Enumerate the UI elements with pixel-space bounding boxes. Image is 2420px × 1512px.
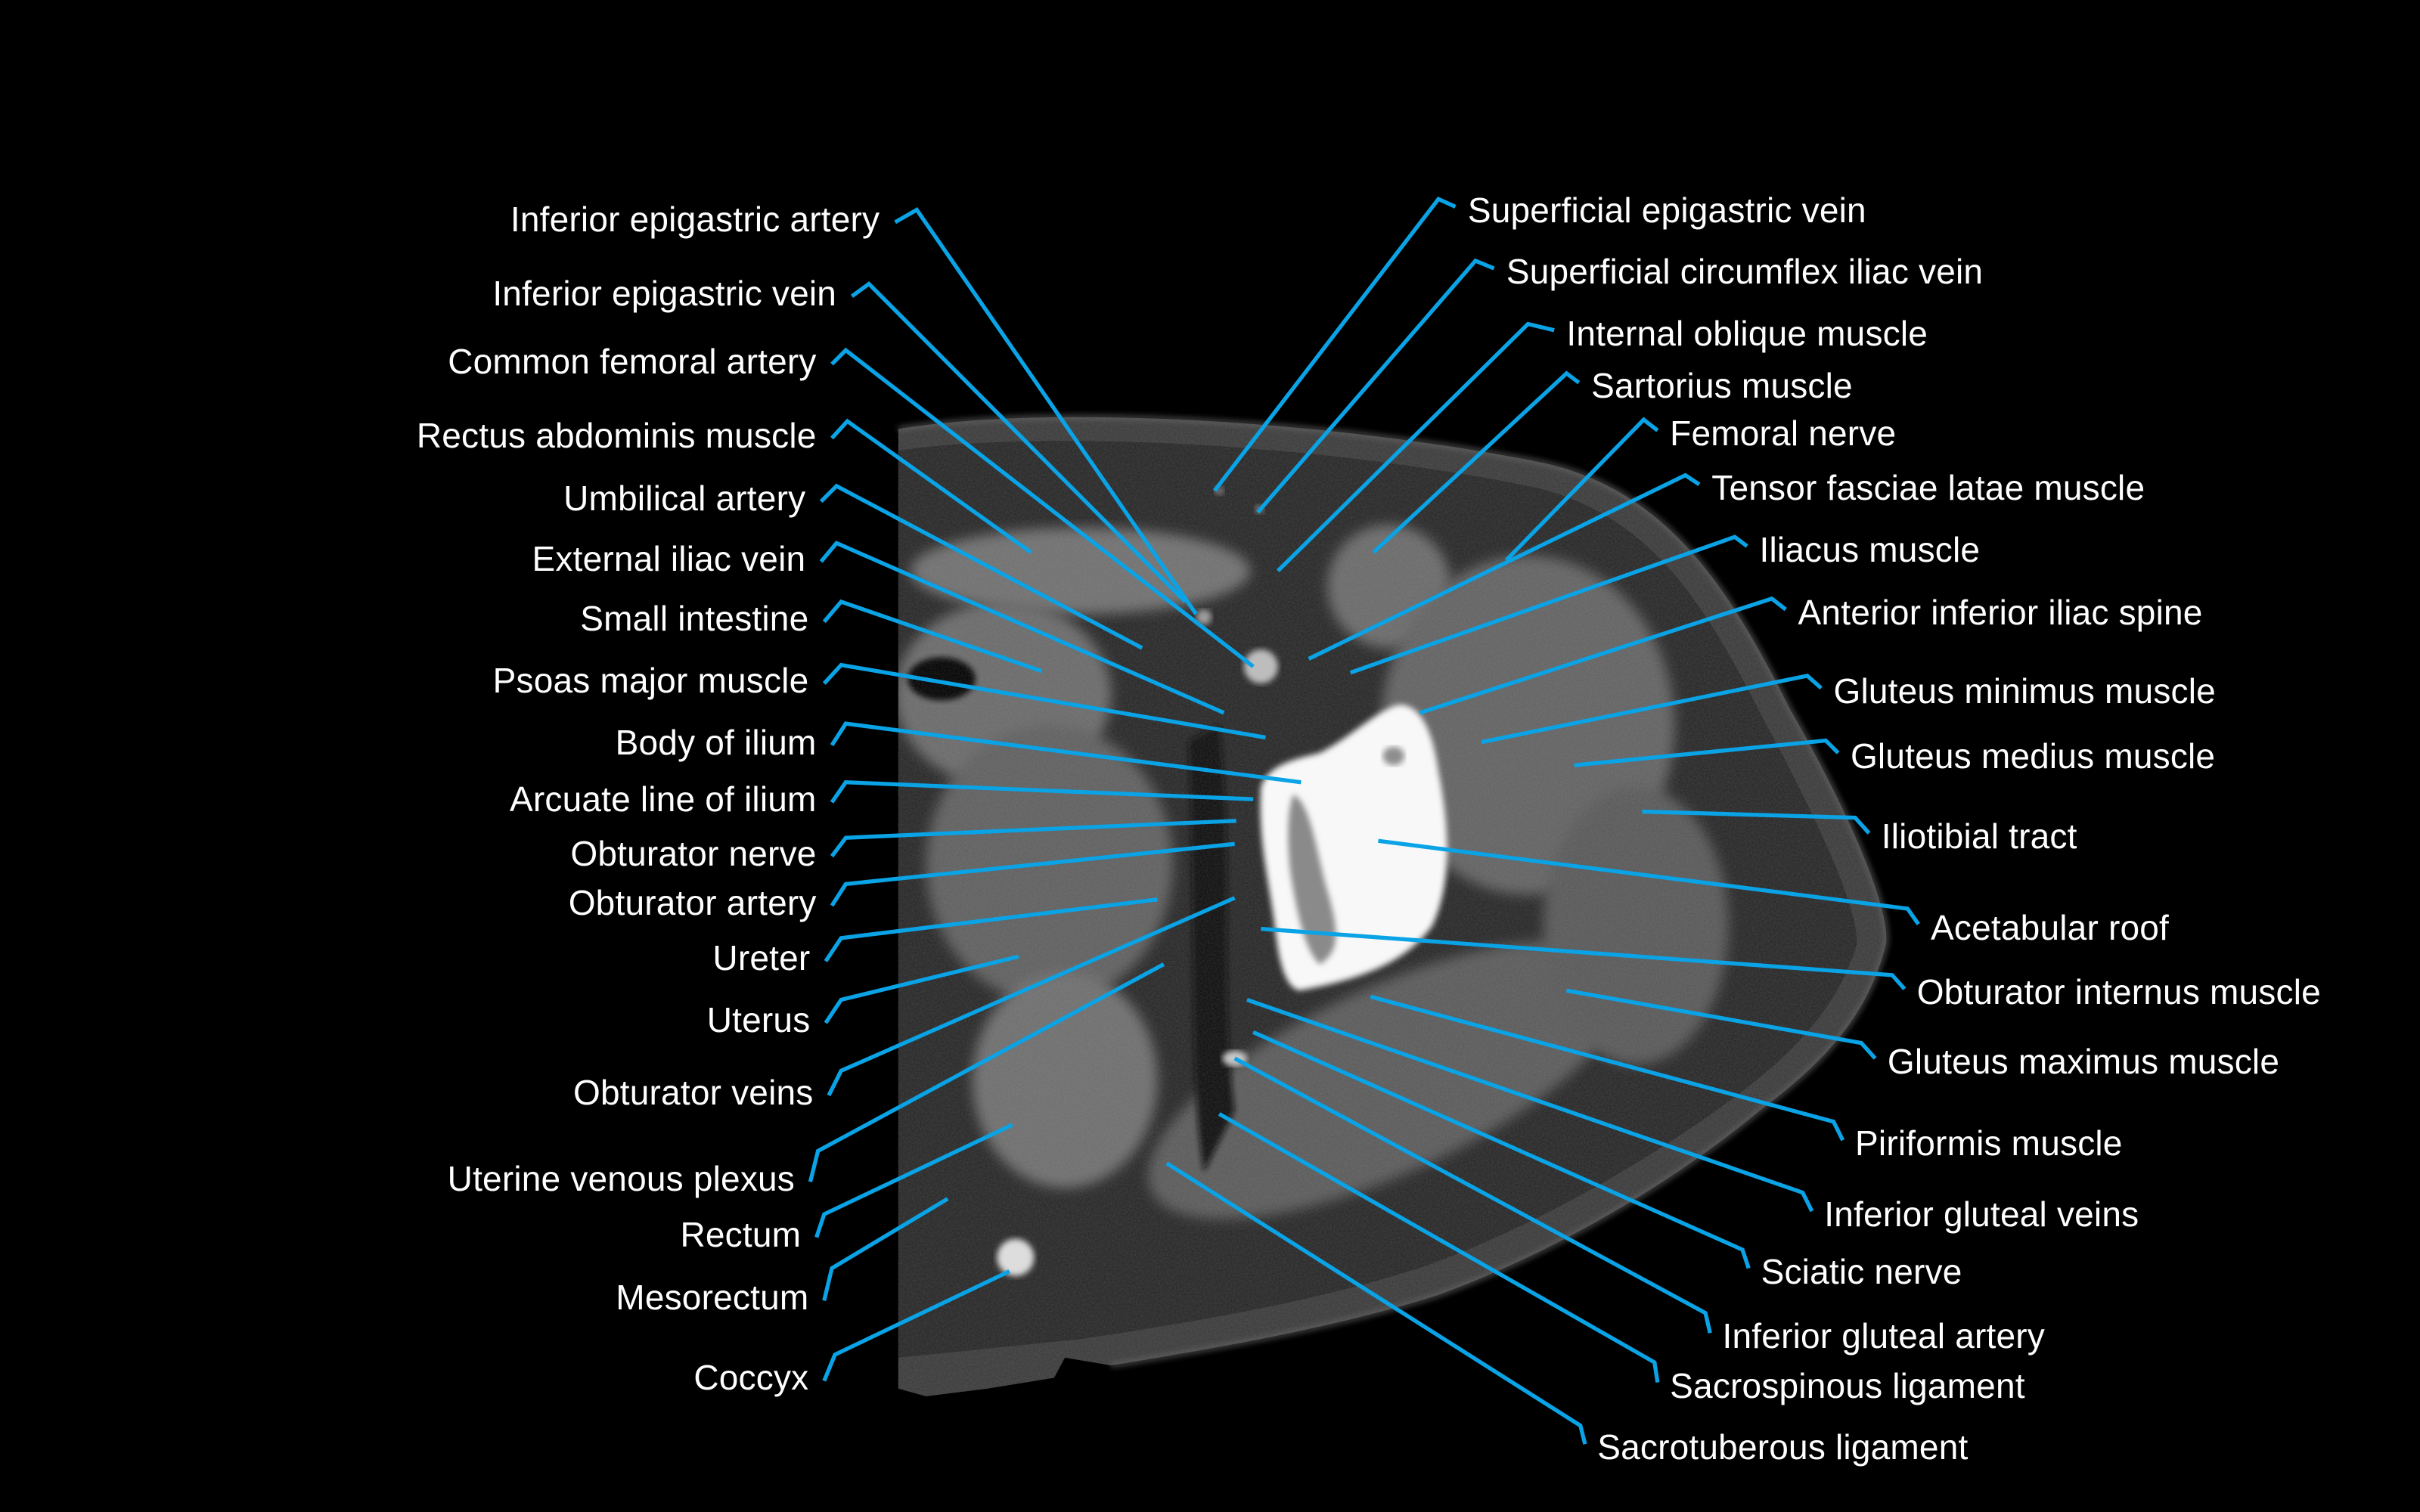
- label-arcuate-line-of-ilium: Arcuate line of ilium: [509, 779, 817, 820]
- label-uterine-venous-plexus: Uterine venous plexus: [447, 1159, 796, 1199]
- leader-line-rectum: [814, 1123, 1013, 1238]
- label-tensor-fasciae-latae-muscle: Tensor fasciae latae muscle: [1711, 467, 2145, 507]
- label-ureter: Ureter: [712, 938, 811, 978]
- leader-line-gluteus-minimus-muscle: [1481, 674, 1823, 745]
- leader-line-superficial-epigastric-vein: [1213, 196, 1457, 492]
- leader-line-common-femoral-artery: [830, 347, 1255, 668]
- label-psoas-major-muscle: Psoas major muscle: [492, 661, 809, 700]
- leader-lines: [808, 196, 1920, 1445]
- leader-line-coccyx: [822, 1269, 1010, 1382]
- leader-line-internal-oblique-muscle: [1276, 321, 1555, 572]
- leader-line-umbilical-artery: [819, 483, 1143, 650]
- label-rectus-abdominis-muscle: Rectus abdominis muscle: [416, 415, 817, 455]
- label-inferior-gluteal-artery: Inferior gluteal artery: [1722, 1316, 2046, 1356]
- leader-line-sacrospinous-ligament: [1218, 1112, 1660, 1383]
- leader-line-gluteus-maximus-muscle: [1565, 988, 1877, 1060]
- label-sartorius-muscle: Sartorius muscle: [1591, 366, 1853, 406]
- label-femoral-nerve: Femoral nerve: [1670, 414, 1897, 454]
- leader-line-obturator-veins: [827, 896, 1236, 1097]
- label-coccyx: Coccyx: [693, 1358, 809, 1398]
- leader-line-inferior-epigastric-artery: [894, 207, 1198, 615]
- label-gluteus-medius-muscle: Gluteus medius muscle: [1850, 736, 2216, 776]
- label-obturator-artery: Obturator artery: [568, 882, 817, 922]
- label-obturator-internus-muscle: Obturator internus muscle: [1916, 972, 2321, 1012]
- leader-line-piriformis-muscle: [1370, 994, 1845, 1142]
- label-piriformis-muscle: Piriformis muscle: [1855, 1123, 2123, 1163]
- leader-line-sartorius-muscle: [1372, 370, 1581, 554]
- label-umbilical-artery: Umbilical artery: [563, 479, 806, 519]
- label-sacrospinous-ligament: Sacrospinous ligament: [1670, 1365, 2025, 1405]
- leader-line-uterine-venous-plexus: [808, 962, 1165, 1182]
- label-sacrotuberous-ligament: Sacrotuberous ligament: [1597, 1427, 1969, 1467]
- leader-line-ureter: [824, 897, 1158, 962]
- leader-line-inferior-gluteal-veins: [1246, 997, 1814, 1213]
- leader-line-external-iliac-vein: [819, 541, 1225, 715]
- label-iliacus-muscle: Iliacus muscle: [1759, 529, 1981, 569]
- label-superficial-circumflex-iliac-vein: Superficial circumflex iliac vein: [1506, 252, 1984, 292]
- label-sciatic-nerve: Sciatic nerve: [1761, 1251, 1962, 1291]
- leader-line-femoral-nerve: [1504, 417, 1659, 562]
- leader-line-obturator-internus-muscle: [1261, 926, 1907, 990]
- leader-line-mesorectum: [822, 1197, 949, 1302]
- leader-line-sacrotuberous-ligament: [1165, 1161, 1587, 1445]
- label-internal-oblique-muscle: Internal oblique muscle: [1566, 313, 1928, 353]
- label-external-iliac-vein: External iliac vein: [532, 538, 806, 578]
- leader-line-iliacus-muscle: [1349, 534, 1748, 675]
- leader-line-obturator-artery: [830, 841, 1235, 907]
- leader-line-sciatic-nerve: [1252, 1030, 1751, 1269]
- label-small-intestine: Small intestine: [580, 599, 809, 639]
- leader-line-acetabular-roof: [1378, 838, 1920, 925]
- label-inferior-epigastric-vein: Inferior epigastric vein: [492, 273, 837, 313]
- leader-line-obturator-nerve: [830, 819, 1236, 858]
- leader-line-rectus-abdominis-muscle: [830, 418, 1032, 554]
- leader-line-superficial-circumflex-iliac-vein: [1256, 258, 1495, 514]
- leader-line-small-intestine: [822, 599, 1043, 674]
- label-uterus: Uterus: [706, 999, 811, 1040]
- leader-line-inferior-epigastric-vein: [850, 281, 1187, 603]
- leader-line-gluteus-medius-muscle: [1574, 738, 1840, 767]
- label-iliotibial-tract: Iliotibial tract: [1881, 816, 2077, 857]
- label-inferior-gluteal-veins: Inferior gluteal veins: [1824, 1194, 2139, 1235]
- label-superficial-epigastric-vein: Superficial epigastric vein: [1467, 190, 1866, 230]
- label-inferior-epigastric-artery: Inferior epigastric artery: [510, 199, 880, 239]
- leader-line-psoas-major-muscle: [822, 662, 1266, 740]
- leader-line-iliotibial-tract: [1642, 809, 1871, 835]
- label-rectum: Rectum: [680, 1214, 802, 1254]
- leader-line-arcuate-line-of-ilium: [830, 779, 1254, 804]
- leader-line-body-of-ilium: [830, 721, 1302, 785]
- leader-line-anterior-inferior-iliac-spine: [1419, 596, 1787, 715]
- label-gluteus-maximus-muscle: Gluteus maximus muscle: [1887, 1042, 2280, 1082]
- acetabulum-bone: [1260, 705, 1447, 991]
- label-gluteus-minimus-muscle: Gluteus minimus muscle: [1833, 671, 2216, 711]
- label-common-femoral-artery: Common femoral artery: [448, 341, 817, 381]
- label-body-of-ilium: Body of ilium: [615, 722, 817, 762]
- leader-line-tensor-fasciae-latae-muscle: [1308, 472, 1701, 661]
- label-anterior-inferior-iliac-spine: Anterior inferior iliac spine: [1798, 593, 2203, 633]
- label-obturator-nerve: Obturator nerve: [570, 833, 817, 873]
- label-obturator-veins: Obturator veins: [573, 1072, 814, 1112]
- label-acetabular-roof: Acetabular roof: [1931, 907, 2170, 947]
- label-mesorectum: Mesorectum: [616, 1278, 809, 1318]
- leader-line-uterus: [824, 954, 1019, 1024]
- leader-line-inferior-gluteal-artery: [1233, 1056, 1712, 1334]
